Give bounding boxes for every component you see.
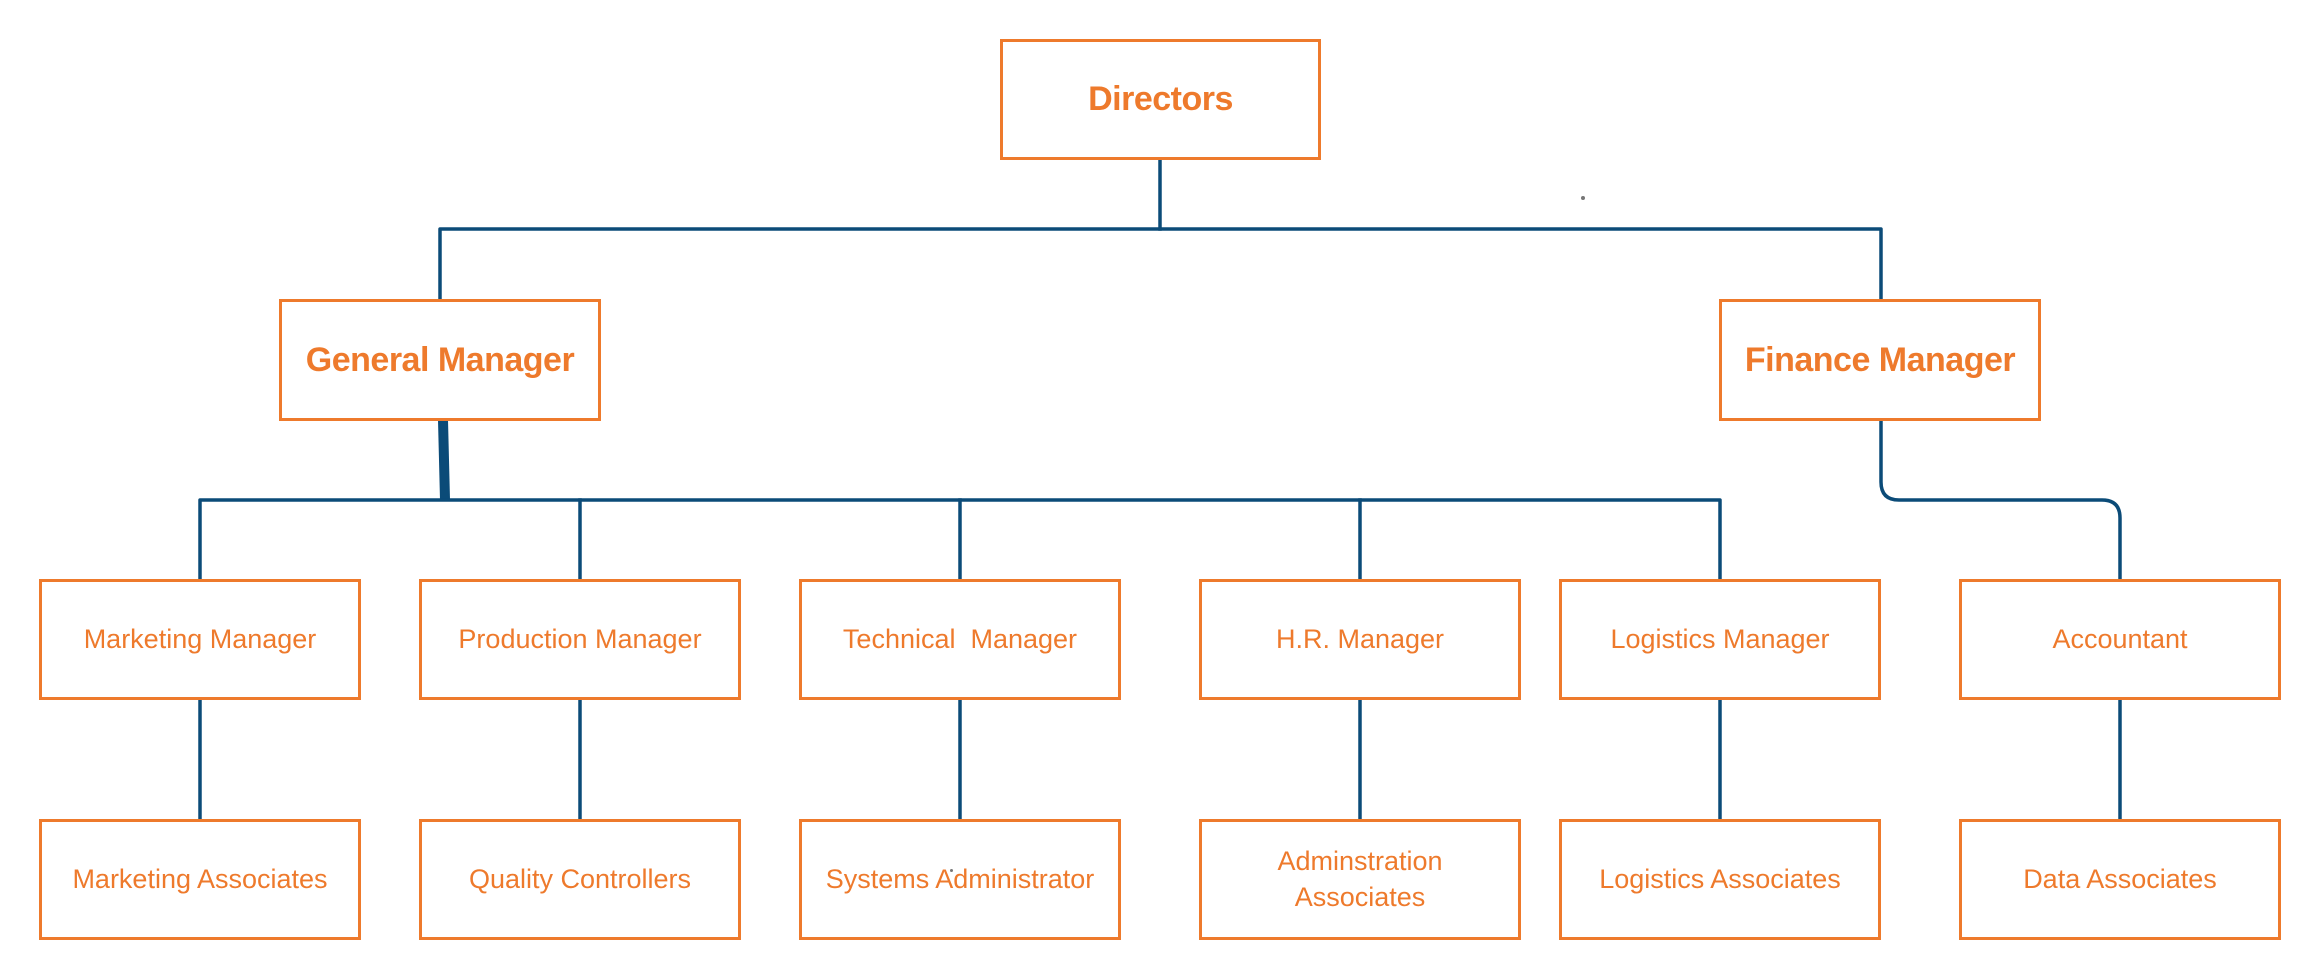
node-label: Logistics Manager [1610,623,1830,654]
node-finance-manager[interactable]: Finance Manager [1719,299,2041,421]
node-label: Finance Manager [1744,340,2016,379]
node-systems-administrator[interactable]: Systems Administrator [799,819,1121,940]
connector-finance-accountant [1879,418,2122,581]
node-production-manager[interactable]: Production Manager [419,579,741,700]
node-logistics-manager[interactable]: Logistics Manager [1559,579,1881,700]
node-logistics-associates[interactable]: Logistics Associates [1559,819,1881,940]
node-label: Technical Manager [842,623,1078,654]
node-label: Production Manager [458,623,702,654]
node-label: Accountant [2052,623,2188,654]
node-directors[interactable]: Directors [1000,39,1321,160]
node-label: Quality Controllers [468,863,692,894]
node-label: Adminstration Associates [1277,846,1443,912]
node-administration-associates[interactable]: Adminstration Associates [1199,819,1521,940]
node-label: Data Associates [2023,863,2217,894]
node-marketing-manager[interactable]: Marketing Manager [39,579,361,700]
node-label: General Manager [305,340,575,379]
node-marketing-associates[interactable]: Marketing Associates [39,819,361,940]
node-label: H.R. Manager [1275,623,1445,654]
connector-general-manager [438,419,450,501]
node-data-associates[interactable]: Data Associates [1959,819,2281,940]
canvas-dot [950,869,953,872]
canvas-dot [1581,196,1585,200]
node-label: Logistics Associates [1599,863,1841,894]
node-label: Marketing Associates [72,863,328,894]
node-accountant[interactable]: Accountant [1959,579,2281,700]
node-label: Systems Administrator [825,863,1095,894]
connector-level1-bus [438,227,1883,301]
node-label: Directors [1088,80,1233,119]
node-quality-controllers[interactable]: Quality Controllers [419,819,741,940]
node-general-manager[interactable]: General Manager [279,299,601,421]
node-label: Marketing Manager [83,623,317,654]
node-hr-manager[interactable]: H.R. Manager [1199,579,1521,700]
node-technical-manager[interactable]: Technical Manager [799,579,1121,700]
